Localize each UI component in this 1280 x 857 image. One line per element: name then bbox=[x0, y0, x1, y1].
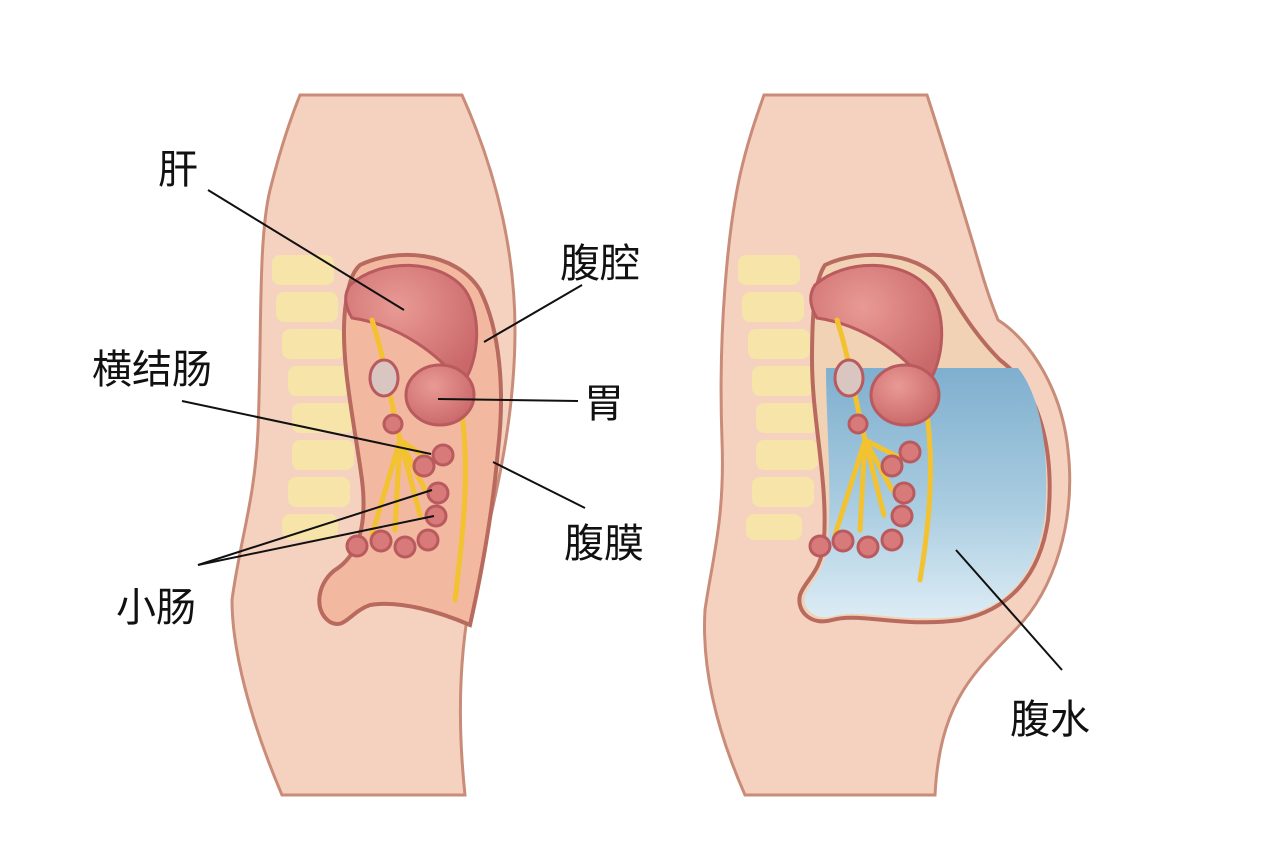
normal-gallbladder bbox=[368, 358, 400, 398]
normal-intestine-loops bbox=[345, 413, 455, 559]
ascites-spine bbox=[738, 255, 818, 540]
ascites-mesentery bbox=[832, 317, 933, 583]
label-transverse-colon: 横结肠 bbox=[92, 347, 212, 393]
normal-stomach bbox=[404, 363, 476, 427]
label-peritoneum: 腹膜 bbox=[564, 521, 644, 567]
ascites-leader-lines bbox=[955, 549, 1063, 671]
ascites-stomach bbox=[869, 363, 941, 427]
ascites-intestine-loops bbox=[808, 413, 922, 559]
normal-abdomen bbox=[181, 93, 586, 797]
normal-spine bbox=[272, 255, 354, 540]
ascites-abdomen bbox=[703, 93, 1072, 797]
normal-leader-lines bbox=[181, 189, 586, 566]
label-abdominal-cavity: 腹腔 bbox=[560, 241, 640, 287]
label-stomach: 胃 bbox=[584, 381, 624, 427]
label-small-intestine: 小肠 bbox=[116, 585, 196, 631]
label-ascites: 腹水 bbox=[1010, 697, 1090, 743]
ascites-gallbladder bbox=[833, 358, 865, 398]
label-liver: 肝 bbox=[158, 147, 198, 193]
